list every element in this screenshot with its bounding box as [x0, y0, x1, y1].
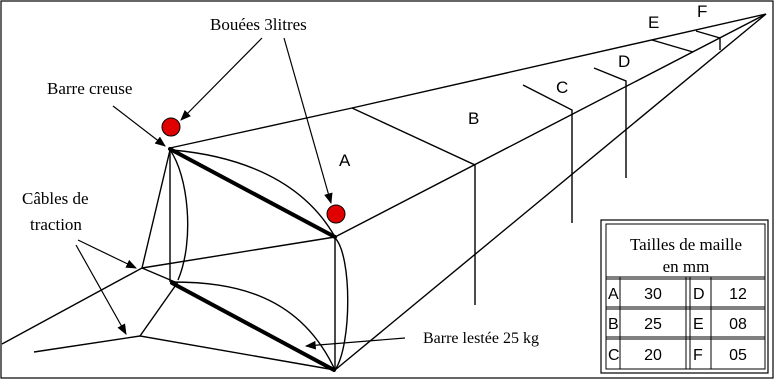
- buoy-right: [326, 204, 346, 224]
- table-cell-key: E: [693, 316, 704, 333]
- table-title-line2: en mm: [663, 257, 710, 276]
- net-body: [1, 13, 767, 371]
- arrow-cables-lower: [75, 244, 127, 335]
- table-cell-key: D: [693, 286, 705, 303]
- arrow-barre-creuse: [112, 105, 166, 147]
- label-cables-line2: traction: [30, 215, 82, 234]
- arrow-buoys-left: [180, 37, 263, 121]
- table-cell-key: C: [608, 347, 620, 364]
- arrow-cables-upper: [77, 239, 137, 269]
- section-label-c: C: [556, 78, 568, 97]
- label-barre-lestee: Barre lestée 25 kg: [423, 330, 539, 347]
- table-cell-value: 25: [644, 316, 662, 333]
- table-cell-key: A: [608, 286, 619, 303]
- table-cell-value: 20: [644, 347, 662, 364]
- table-cell-value: 05: [729, 347, 747, 364]
- table-title-line1: Tailles de maille: [630, 235, 742, 254]
- label-bouees: Bouées 3litres: [210, 15, 307, 34]
- table-cell-value: 12: [729, 286, 747, 303]
- arrow-barre-lestee: [304, 337, 406, 350]
- section-label-f: F: [697, 2, 707, 21]
- table-cell-value: 08: [729, 316, 747, 333]
- weighted-bar: [170, 281, 336, 372]
- section-label-d: D: [618, 52, 630, 71]
- section-label-a: A: [339, 151, 351, 170]
- section-label-b: B: [468, 109, 479, 128]
- table-cell-key: F: [693, 347, 703, 364]
- table-cell-key: B: [608, 316, 619, 333]
- hollow-bar: [168, 147, 337, 239]
- label-barre-creuse: Barre creuse: [47, 79, 132, 98]
- mesh-size-table: Tailles de maille en mm A 30 D 12 B 25 E…: [600, 219, 769, 374]
- section-label-e: E: [648, 13, 659, 32]
- table-cell-value: 30: [644, 286, 662, 303]
- label-cables-line1: Câbles de: [22, 189, 89, 208]
- arrow-buoys-right: [283, 37, 333, 205]
- buoy-left: [161, 117, 181, 137]
